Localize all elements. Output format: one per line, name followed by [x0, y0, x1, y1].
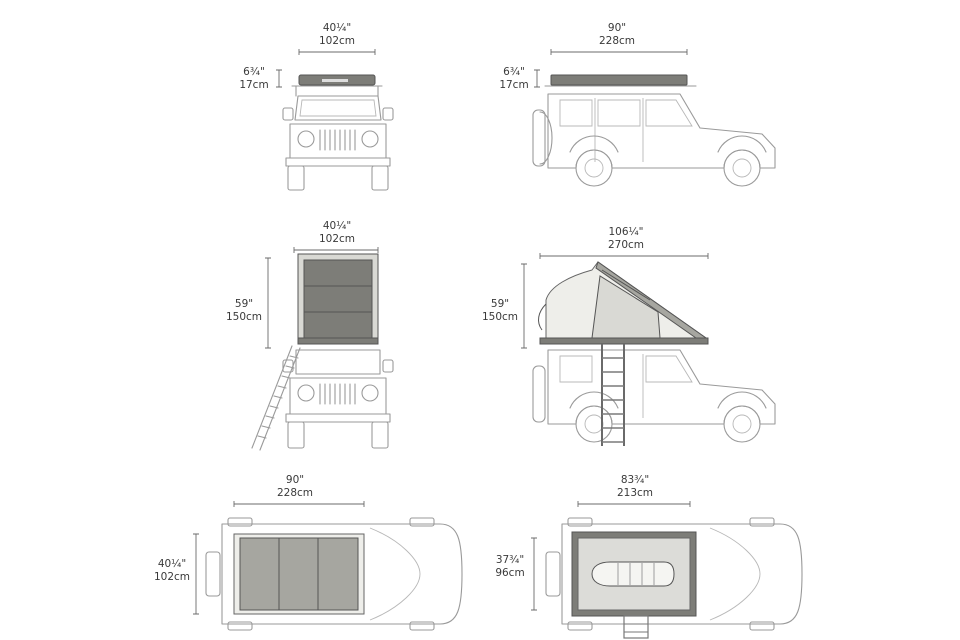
top-closed-width-cm: 102cm: [153, 571, 191, 583]
side-closed-height-label: 6¾" 17cm: [496, 66, 532, 92]
front-open-height-cm: 150cm: [225, 311, 263, 323]
top-open-width-inch: 37¾": [495, 554, 525, 566]
front-open-height-label: 59" 150cm: [222, 298, 266, 324]
side-closed-length-cm: 228cm: [598, 35, 636, 47]
side-open-length-inch: 106¼": [608, 226, 644, 238]
front-closed-height-cm: 17cm: [239, 79, 269, 91]
top-open-width-label: 37¾" 96cm: [490, 554, 530, 580]
top-view-closed: [193, 501, 463, 631]
side-closed-length-inch: 90": [607, 22, 627, 34]
side-view-open: [521, 253, 776, 446]
front-open-height-inch: 59": [234, 298, 254, 310]
top-view-open: [531, 501, 803, 639]
side-open-length-label: 106¼" 270cm: [598, 226, 654, 252]
front-closed-height-inch: 6¾": [243, 66, 265, 78]
front-view-open: [251, 247, 394, 451]
front-open-width-inch: 40¼": [322, 220, 352, 232]
top-open-length-inch: 83¾": [620, 474, 650, 486]
top-closed-width-inch: 40¼": [157, 558, 187, 570]
front-closed-width-label: 40¼" 102cm: [312, 22, 362, 48]
side-open-height-cm: 150cm: [481, 311, 519, 323]
top-closed-length-inch: 90": [285, 474, 305, 486]
side-closed-height-cm: 17cm: [499, 79, 529, 91]
front-open-width-label: 40¼" 102cm: [312, 220, 362, 246]
top-open-length-cm: 213cm: [616, 487, 654, 499]
side-closed-height-inch: 6¾": [503, 66, 525, 78]
front-closed-width-inch: 40¼": [322, 22, 352, 34]
side-closed-length-label: 90" 228cm: [592, 22, 642, 48]
top-open-length-label: 83¾" 213cm: [610, 474, 660, 500]
side-open-height-inch: 59": [490, 298, 510, 310]
front-closed-height-label: 6¾" 17cm: [236, 66, 272, 92]
side-open-length-cm: 270cm: [607, 239, 645, 251]
front-view-closed: [276, 49, 394, 191]
side-view-closed: [532, 49, 776, 187]
front-closed-width-cm: 102cm: [318, 35, 356, 47]
top-closed-length-cm: 228cm: [276, 487, 314, 499]
side-open-height-label: 59" 150cm: [478, 298, 522, 324]
front-open-width-cm: 102cm: [318, 233, 356, 245]
top-closed-width-label: 40¼" 102cm: [150, 558, 194, 584]
top-open-width-cm: 96cm: [495, 567, 525, 579]
top-closed-length-label: 90" 228cm: [270, 474, 320, 500]
